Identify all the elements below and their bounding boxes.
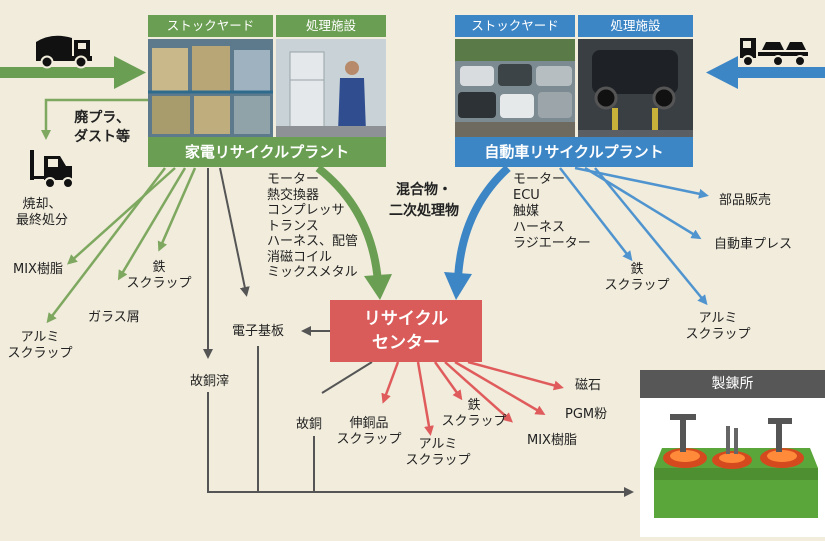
- stockyard-photo-right: [455, 39, 575, 137]
- disposal-label: 焼却、 最終処分: [15, 197, 68, 228]
- parts-sales-label: 部品販売: [719, 193, 772, 208]
- pgm-powder-label: PGM粉: [565, 407, 608, 422]
- car-carrier-icon: [740, 38, 808, 67]
- magnet-label: 磁石: [575, 378, 602, 393]
- auto-parts-list: モーター ECU 触媒 ハーネス ラジエーター: [513, 172, 591, 251]
- recycle-center-line2: センター: [372, 333, 440, 353]
- copper-dross-label: 故銅滓: [190, 374, 230, 389]
- car-press-label: 自動車プレス: [714, 237, 793, 252]
- tab-stockyard-left: ストックヤード: [148, 15, 273, 37]
- appliance-parts-list: モーター 熱交換器 コンプレッサ トランス ハーネス、配管 消磁コイル ミックス…: [267, 172, 359, 280]
- circuit-board-label: 電子基板: [232, 324, 285, 339]
- aluminum-scrap-right-label: アルミ スクラップ: [685, 311, 751, 342]
- auto-recycling-plant: 自動車リサイクルプラント: [455, 137, 693, 167]
- appliance-recycling-plant: 家電リサイクルプラント: [148, 137, 386, 167]
- aluminum-scrap-left-label: アルミ スクラップ: [7, 330, 73, 361]
- iron-scrap-center-label: 鉄 スクラップ: [441, 398, 507, 429]
- waste-label: 廃プラ、 ダスト等: [74, 110, 130, 145]
- smelter-box: [640, 398, 825, 537]
- left-input-arrow: [0, 56, 146, 89]
- forklift-icon: [30, 150, 74, 189]
- iron-scrap-left-label: 鉄 スクラップ: [126, 260, 192, 291]
- tab-facility-right: 処理施設: [578, 15, 693, 37]
- tab-stockyard-right: ストックヤード: [455, 15, 575, 37]
- smelter-title: 製錬所: [640, 370, 825, 398]
- smelter-furnace-illustration: [654, 414, 818, 518]
- recycle-center-line1: リサイクル: [363, 309, 449, 329]
- mix-resin-center-label: MIX樹脂: [527, 433, 577, 448]
- stockyard-photo-left: [148, 39, 273, 137]
- right-input-arrow: [706, 56, 825, 89]
- truck-icon: [36, 35, 92, 69]
- copper-label: 故銅: [296, 417, 323, 432]
- tab-facility-left: 処理施設: [276, 15, 386, 37]
- copper-scrap-label: 伸銅品 スクラップ: [336, 416, 402, 447]
- mix-resin-left-label: MIX樹脂: [13, 262, 63, 277]
- mixed-secondary-label: 混合物・ 二次処理物: [389, 182, 459, 219]
- glass-label: ガラス屑: [88, 310, 140, 325]
- iron-scrap-right-label: 鉄 スクラップ: [604, 262, 670, 293]
- facility-photo-left: [276, 39, 386, 137]
- aluminum-scrap-center-label: アルミ スクラップ: [405, 437, 471, 468]
- recycle-center: リサイクル センター: [330, 300, 482, 362]
- facility-photo-right: [578, 39, 693, 137]
